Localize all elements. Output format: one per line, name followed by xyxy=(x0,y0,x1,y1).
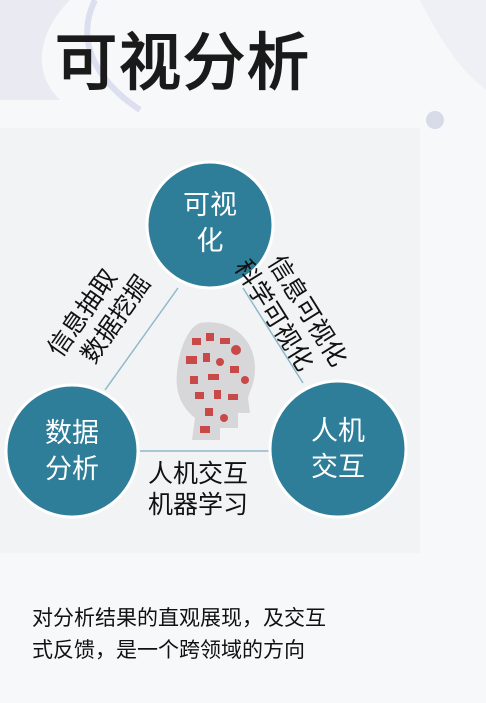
node-left-line2: 分析 xyxy=(45,454,99,485)
node-right-label: 人机 交互 xyxy=(288,414,388,486)
node-top-label: 可视 化 xyxy=(160,188,260,260)
caption-line2: 式反馈，是一个跨领域的方向 xyxy=(32,638,305,662)
node-right-circle xyxy=(268,379,408,519)
edge-bottom-label: 人机交互 机器学习 xyxy=(148,458,248,520)
edge-bottom-line1: 人机交互 xyxy=(148,459,249,488)
connector-top-right xyxy=(242,287,304,384)
node-left-circle xyxy=(4,383,140,519)
page-title: 可视分析 xyxy=(55,26,312,99)
background-swoosh xyxy=(0,0,486,129)
node-top-line2: 化 xyxy=(196,226,224,257)
node-top-circle xyxy=(145,160,275,290)
caption: 对分析结果的直观展现，及交互 式反馈，是一个跨领域的方向 xyxy=(32,602,452,666)
node-right-line2: 交互 xyxy=(311,452,365,483)
node-right-line1: 人机 xyxy=(311,416,365,447)
head-icon xyxy=(176,322,255,440)
connector-top-left xyxy=(104,287,179,391)
edge-bottom-line2: 机器学习 xyxy=(148,490,249,519)
venn-triangle-diagram xyxy=(4,160,408,519)
node-top-line1: 可视 xyxy=(183,190,237,221)
node-left-line1: 数据 xyxy=(45,418,99,449)
node-left-label: 数据 分析 xyxy=(22,416,122,488)
caption-line1: 对分析结果的直观展现，及交互 xyxy=(32,606,326,630)
